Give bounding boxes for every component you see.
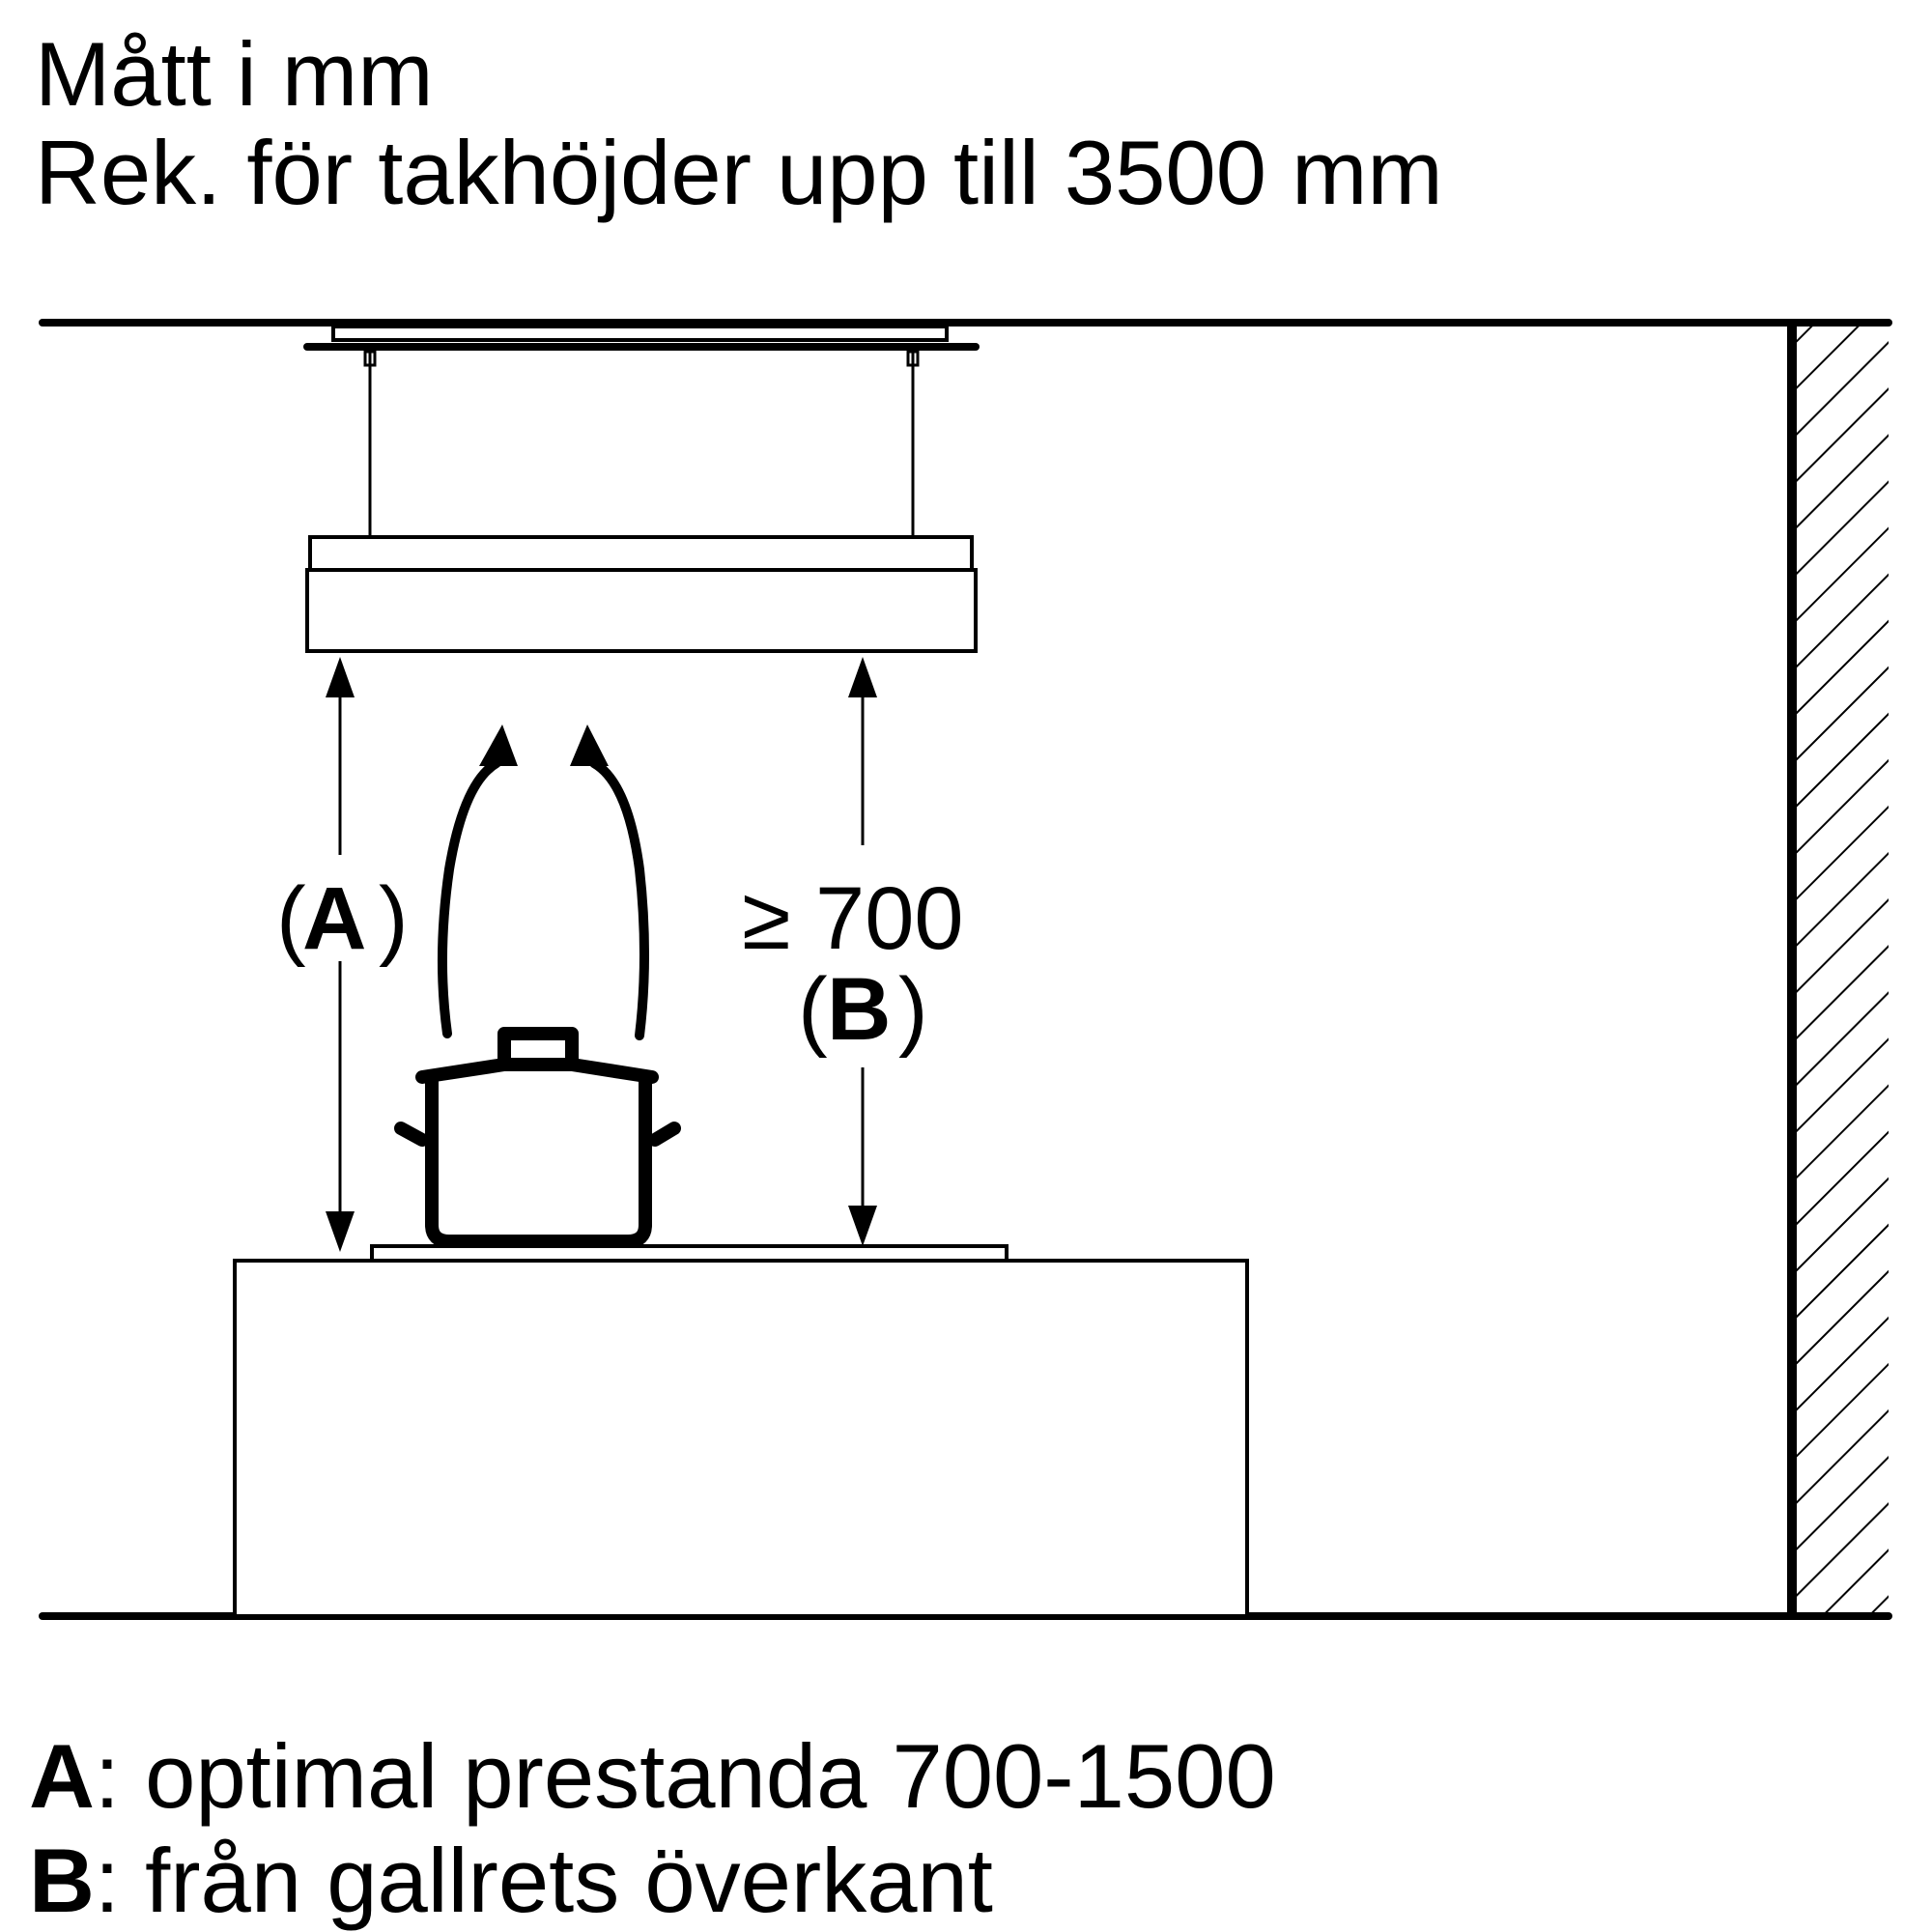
ceiling-hood: [305, 535, 978, 653]
legend-a-text: : optimal prestanda 700-1500: [94, 1725, 1276, 1827]
units-note: Mått i mm: [35, 23, 434, 125]
label-a-paren-open: (: [276, 869, 306, 968]
label-a: A: [302, 869, 366, 968]
label-a-paren-close: ): [379, 869, 409, 968]
label-b-paren-open: (: [798, 960, 828, 1059]
legend-b-key: B: [29, 1830, 95, 1931]
legend-b: B: från gallrets överkant: [29, 1835, 993, 1926]
legend-a: A: optimal prestanda 700-1500: [29, 1731, 1276, 1822]
counter: [233, 1244, 1249, 1618]
cooktop: [370, 1244, 1009, 1263]
dimension-a: ( A ): [276, 657, 409, 1252]
legend-b-text: : från gallrets överkant: [94, 1830, 993, 1931]
dimension-b-value: ≥ 700: [742, 869, 964, 968]
dimension-b: ≥ 700 ( B ): [742, 657, 964, 1246]
legend-a-key: A: [29, 1725, 95, 1827]
pot-icon: [394, 1027, 681, 1248]
steam-arrows: [437, 724, 649, 1040]
label-b: B: [827, 960, 891, 1059]
ceiling-mount: [303, 325, 980, 537]
label-b-paren-close: ): [898, 960, 928, 1059]
wall: [1787, 323, 1889, 1616]
ceiling-height-note: Rek. för takhöjder upp till 3500 mm: [35, 122, 1443, 223]
